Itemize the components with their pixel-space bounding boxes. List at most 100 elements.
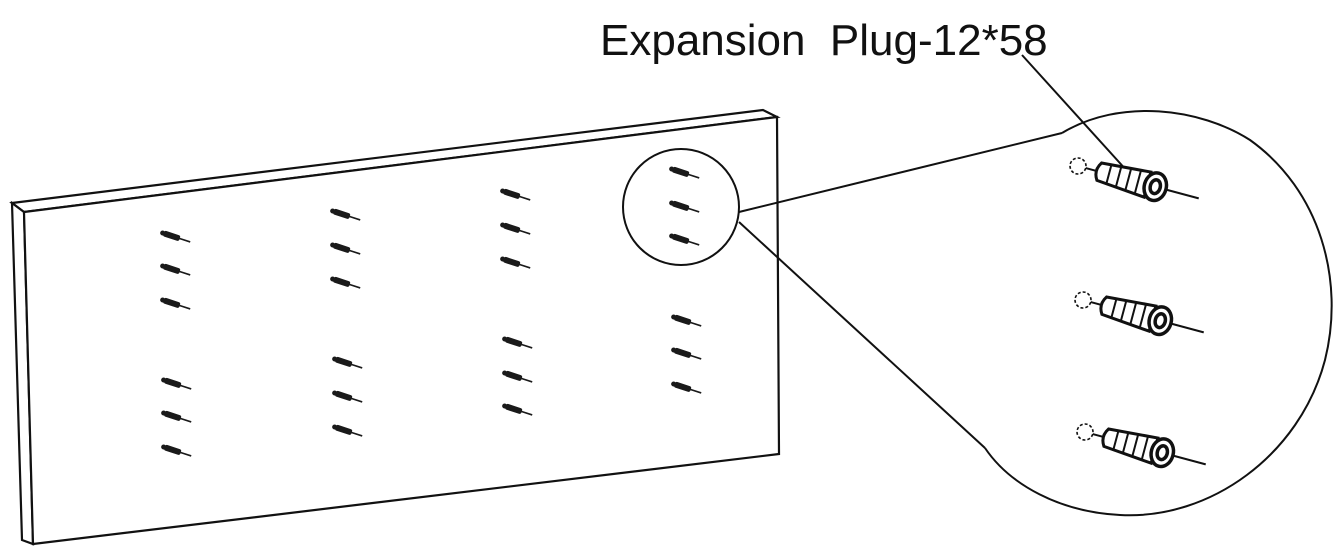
small-plug-body bbox=[505, 370, 523, 381]
small-plug-icon bbox=[669, 166, 700, 179]
small-plug-tip bbox=[332, 390, 338, 396]
small-plug-body bbox=[503, 222, 521, 233]
small-plug-tip bbox=[160, 297, 166, 303]
small-plug-screw bbox=[689, 388, 702, 394]
small-plug-screw bbox=[179, 451, 192, 457]
plug-rib bbox=[1141, 437, 1149, 459]
small-plug-tip bbox=[161, 444, 167, 450]
small-plug-icon bbox=[669, 233, 700, 246]
small-plug-icon bbox=[160, 230, 191, 243]
small-plug-tip bbox=[669, 166, 675, 172]
small-plug-icon bbox=[161, 377, 192, 390]
expansion-plug-label: Expansion Plug-12*58 bbox=[600, 16, 1048, 65]
magnifier-connector-top bbox=[738, 132, 1063, 213]
small-plug-icon bbox=[332, 356, 363, 369]
small-plug-body bbox=[335, 390, 353, 401]
plug-body bbox=[1099, 295, 1158, 334]
magnifier-connector-bottom bbox=[738, 221, 986, 449]
small-plug-icon bbox=[502, 403, 533, 416]
small-plug-tip bbox=[671, 347, 677, 353]
small-plug-body bbox=[672, 166, 690, 177]
small-plug-screw bbox=[518, 195, 531, 201]
small-plug-tip bbox=[500, 188, 506, 194]
expansion-plug-icon bbox=[1076, 423, 1206, 469]
small-plug-screw bbox=[178, 237, 191, 243]
small-plug-body bbox=[163, 263, 181, 274]
small-plug-body bbox=[164, 377, 182, 388]
small-plug-icon bbox=[502, 336, 533, 349]
plug-collar-hole bbox=[1148, 178, 1163, 196]
small-plug-body bbox=[335, 356, 353, 367]
small-plug-icon bbox=[161, 410, 192, 423]
plug-rib bbox=[1119, 299, 1128, 322]
small-plug-icon bbox=[502, 370, 533, 383]
small-plug-body bbox=[164, 444, 182, 455]
small-plug-body bbox=[333, 242, 351, 253]
small-plug-icon bbox=[332, 424, 363, 437]
small-plug-tip bbox=[330, 208, 336, 214]
small-plug-body bbox=[505, 336, 523, 347]
small-plug-tip bbox=[502, 370, 508, 376]
plug-rib bbox=[1134, 171, 1142, 193]
small-plug-icon bbox=[671, 381, 702, 394]
small-plug-body bbox=[505, 403, 523, 414]
small-plug-screw bbox=[350, 363, 363, 369]
small-plug-screw bbox=[348, 249, 361, 255]
magnified-plugs bbox=[1069, 157, 1206, 469]
plug-rib bbox=[1112, 429, 1120, 452]
small-plug-icon bbox=[330, 242, 361, 255]
callout-leader-line bbox=[1021, 54, 1129, 173]
small-plug-tip bbox=[671, 381, 677, 387]
small-plug-body bbox=[672, 233, 690, 244]
small-plug-body bbox=[333, 276, 351, 287]
small-plug-screw bbox=[687, 240, 700, 246]
small-plug-screw bbox=[350, 397, 363, 403]
drill-hole-mark bbox=[1076, 423, 1094, 441]
small-plug-tip bbox=[332, 424, 338, 430]
small-plug-icon bbox=[160, 297, 191, 310]
small-plug-icon bbox=[500, 256, 531, 269]
small-plug-body bbox=[163, 297, 181, 308]
panel-front-face bbox=[22, 115, 781, 546]
small-plug-screw bbox=[520, 410, 533, 416]
plug-rib bbox=[1105, 163, 1113, 186]
plug-collar-hole bbox=[1153, 312, 1168, 330]
magnified-detail-outline bbox=[984, 110, 1333, 517]
drill-hole-mark bbox=[1074, 291, 1092, 309]
wall-panel bbox=[9, 108, 781, 546]
plug-rib bbox=[1114, 165, 1123, 188]
small-plug-screw bbox=[348, 283, 361, 289]
small-plug-tip bbox=[500, 222, 506, 228]
plug-rib bbox=[1110, 297, 1118, 320]
small-plug-body bbox=[674, 314, 692, 325]
small-plug-screw bbox=[687, 173, 700, 179]
small-plug-icon bbox=[160, 263, 191, 276]
small-plug-tip bbox=[671, 314, 677, 320]
small-plug-body bbox=[333, 208, 351, 219]
small-plug-tip bbox=[669, 233, 675, 239]
small-plug-body bbox=[335, 424, 353, 435]
drill-hole-mark bbox=[1069, 157, 1087, 175]
small-plug-tip bbox=[161, 410, 167, 416]
small-plug-icon bbox=[161, 444, 192, 457]
small-plug-icon bbox=[330, 276, 361, 289]
small-plug-tip bbox=[500, 256, 506, 262]
small-plug-icon bbox=[332, 390, 363, 403]
small-plug-icon bbox=[500, 188, 531, 201]
small-plug-body bbox=[164, 410, 182, 421]
small-plug-tip bbox=[502, 336, 508, 342]
magnifier-source-circle bbox=[622, 148, 740, 266]
small-plug-screw bbox=[689, 354, 702, 360]
small-plug-icon bbox=[671, 347, 702, 360]
small-plug-icon bbox=[671, 314, 702, 327]
small-plug-screw bbox=[520, 343, 533, 349]
plug-rib bbox=[1139, 305, 1147, 327]
plug-rib bbox=[1121, 431, 1130, 454]
small-plug-tip bbox=[161, 377, 167, 383]
small-plug-tip bbox=[502, 403, 508, 409]
small-plug-tip bbox=[330, 276, 336, 282]
expansion-plug-icon bbox=[1074, 291, 1204, 337]
small-plug-body bbox=[674, 347, 692, 358]
small-plug-tip bbox=[669, 200, 675, 206]
